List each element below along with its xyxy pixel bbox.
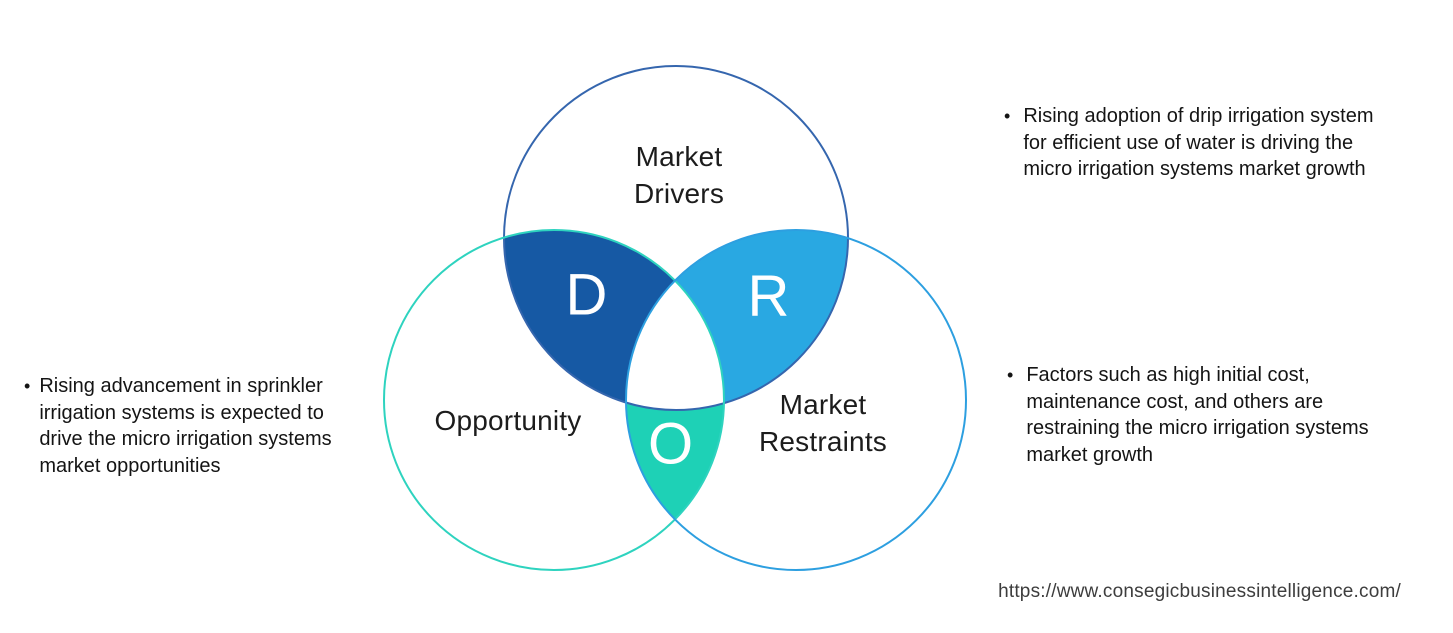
drivers-note: • Rising adoption of drip irrigation sys…	[1004, 103, 1399, 183]
opportunity-circle-outline	[383, 229, 725, 571]
restraints-note-text: Factors such as high initial cost, maint…	[1026, 364, 1369, 466]
opportunity-note: • Rising advancement in sprinkler irriga…	[24, 373, 334, 479]
opportunity-note-text: Rising advancement in sprinkler irrigati…	[39, 375, 332, 477]
bullet-icon: •	[1007, 365, 1014, 385]
overlap-r-letter: R	[747, 263, 791, 329]
overlap-d-letter: D	[565, 262, 609, 328]
restraints-circle-outline	[625, 229, 967, 571]
source-url-link[interactable]: https://www.consegicbusinessintelligence…	[998, 581, 1401, 602]
opportunity-circle-label: Opportunity	[434, 405, 582, 436]
overlap-o-letter: O	[647, 411, 695, 477]
bullet-icon: •	[24, 376, 31, 396]
restraints-circle-label: Market Restraints	[758, 389, 888, 457]
drivers-note-text: Rising adoption of drip irrigation syste…	[1023, 105, 1374, 180]
bullet-icon: •	[1004, 106, 1011, 126]
drivers-circle-label: Market Drivers	[633, 141, 725, 209]
restraints-note: • Factors such as high initial cost, mai…	[1007, 362, 1382, 468]
